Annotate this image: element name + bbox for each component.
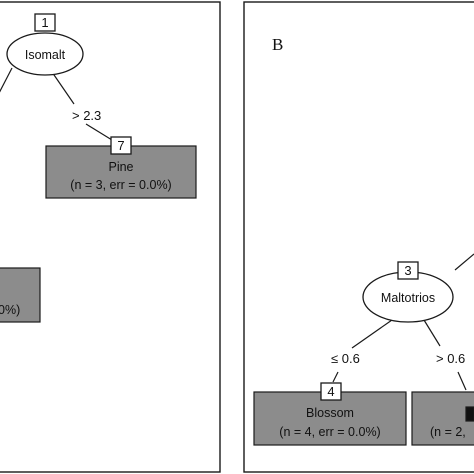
panel-b: B 3 Maltotrios ≤ 0.6 > 0.6 4 Blossom (n … (243, 1, 474, 473)
tree-b-edge-node3-to-leaf4-upper (351, 319, 393, 349)
node-id-label: 7 (117, 138, 124, 153)
node-id-label: 1 (41, 15, 48, 30)
tree-b-edge-parent-to-node3 (454, 253, 474, 271)
tree-a-split-node-1: 1 Isomalt (6, 13, 84, 76)
node-id-box (34, 13, 56, 32)
leaf-stats-fragment: (n = 2, (430, 425, 466, 439)
leaf-box (253, 391, 407, 446)
leaf-stats-label: (n = 4, err = 0.0%) (279, 425, 380, 439)
leaf-class-label: Pine (108, 160, 133, 174)
tree-a-leaf-partial: 0%) (0, 267, 41, 323)
leaf-box (45, 145, 197, 199)
leaf-stats-fragment: 0%) (0, 303, 20, 317)
node-id-label: 3 (404, 263, 411, 278)
split-node-oval (6, 32, 84, 76)
leaf-stats-label: (n = 3, err = 0.0%) (70, 178, 171, 192)
tree-a-edge-node1-to-leaf7 (51, 71, 75, 105)
split-variable-label: Isomalt (25, 48, 66, 62)
leaf-class-label: Blossom (306, 406, 354, 420)
node-id-label: 4 (327, 384, 334, 399)
tree-b-edge-label-right: > 0.6 (436, 351, 465, 366)
panel-a-frame (0, 1, 221, 473)
node-id-box (110, 136, 132, 155)
tree-b-split-node-3: 3 Maltotrios (362, 261, 454, 323)
panel-label: B (272, 35, 283, 54)
leaf-box (0, 267, 41, 323)
tree-b-leaf-node-4: 4 Blossom (n = 4, err = 0.0%) (253, 382, 407, 446)
node-id-box (320, 382, 342, 401)
tree-a-edge-node1-to-leaf7-lower (85, 123, 113, 141)
tree-b-leaf-partial: (n = 2, (411, 391, 474, 446)
split-variable-label: Maltotrios (381, 291, 435, 305)
tree-a-edge-node1-to-left (0, 67, 13, 93)
leaf-name-fragment (465, 406, 474, 422)
tree-a-edge-label-right: > 2.3 (72, 108, 101, 123)
tree-b-edge-label-left: ≤ 0.6 (331, 351, 360, 366)
leaf-box (411, 391, 474, 446)
node-id-box (397, 261, 419, 280)
tree-a-leaf-node-7: 7 Pine (n = 3, err = 0.0%) (45, 136, 197, 199)
tree-b-edge-node3-to-leaf4-lower (332, 371, 339, 383)
panel-a: 1 Isomalt > 2.3 7 Pine (n = 3, err = 0.0… (0, 1, 221, 473)
tree-b-edge-node3-to-right-upper (423, 319, 441, 347)
tree-b-edge-node3-to-right-lower (457, 371, 467, 391)
